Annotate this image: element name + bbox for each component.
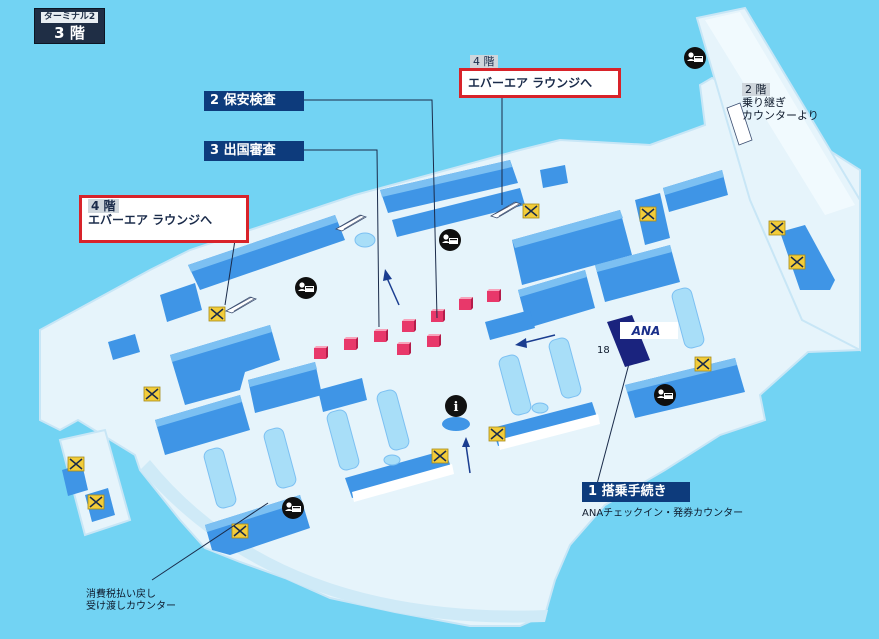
lounge-top-floor: 4 階 xyxy=(470,55,498,68)
tax-refund-line2: 受け渡しカウンター xyxy=(86,601,176,612)
security-label[interactable]: 2 保安検査 xyxy=(204,91,304,111)
transfer-note: 2 階 乗り継ぎ カウンターより xyxy=(742,83,819,122)
leader-lines xyxy=(151,95,631,581)
terminal-tag: ターミナル2 xyxy=(41,12,98,23)
flow-arrows xyxy=(383,269,556,474)
information-symbol: i xyxy=(454,400,459,415)
ana-logo-text: ANA xyxy=(631,324,661,338)
lounge-left-text: エバーエア ラウンジへ xyxy=(88,213,213,227)
gate-number: 18 xyxy=(597,345,610,356)
floor-badge: ターミナル2 3 階 xyxy=(34,8,105,44)
transfer-line1: 乗り継ぎ xyxy=(742,96,786,109)
floor-plan xyxy=(39,6,861,627)
floor-number: 3 階 xyxy=(54,24,85,42)
concourse-blocks xyxy=(62,160,835,555)
tax-refund-line1: 消費税払い戻し xyxy=(86,589,156,600)
information-icon[interactable] xyxy=(442,395,470,431)
ana-counter xyxy=(607,315,678,367)
escalators xyxy=(225,102,753,314)
immigration-label[interactable]: 3 出国審査 xyxy=(204,141,304,161)
boarding-label[interactable]: 1 搭乗手続き xyxy=(582,482,690,502)
lounge-left-link[interactable]: 4 階 エバーエア ラウンジへ xyxy=(79,195,249,243)
lounge-left-floor: 4 階 xyxy=(88,199,119,213)
transfer-line2: カウンターより xyxy=(742,109,819,122)
seating-areas xyxy=(203,232,705,509)
tax-refund-caption: 消費税払い戻し 受け渡しカウンター xyxy=(86,589,176,613)
ana-counter-caption: ANAチェックイン・発券カウンター xyxy=(582,508,744,519)
lounge-top-link[interactable]: エバーエア ラウンジへ xyxy=(459,68,621,98)
